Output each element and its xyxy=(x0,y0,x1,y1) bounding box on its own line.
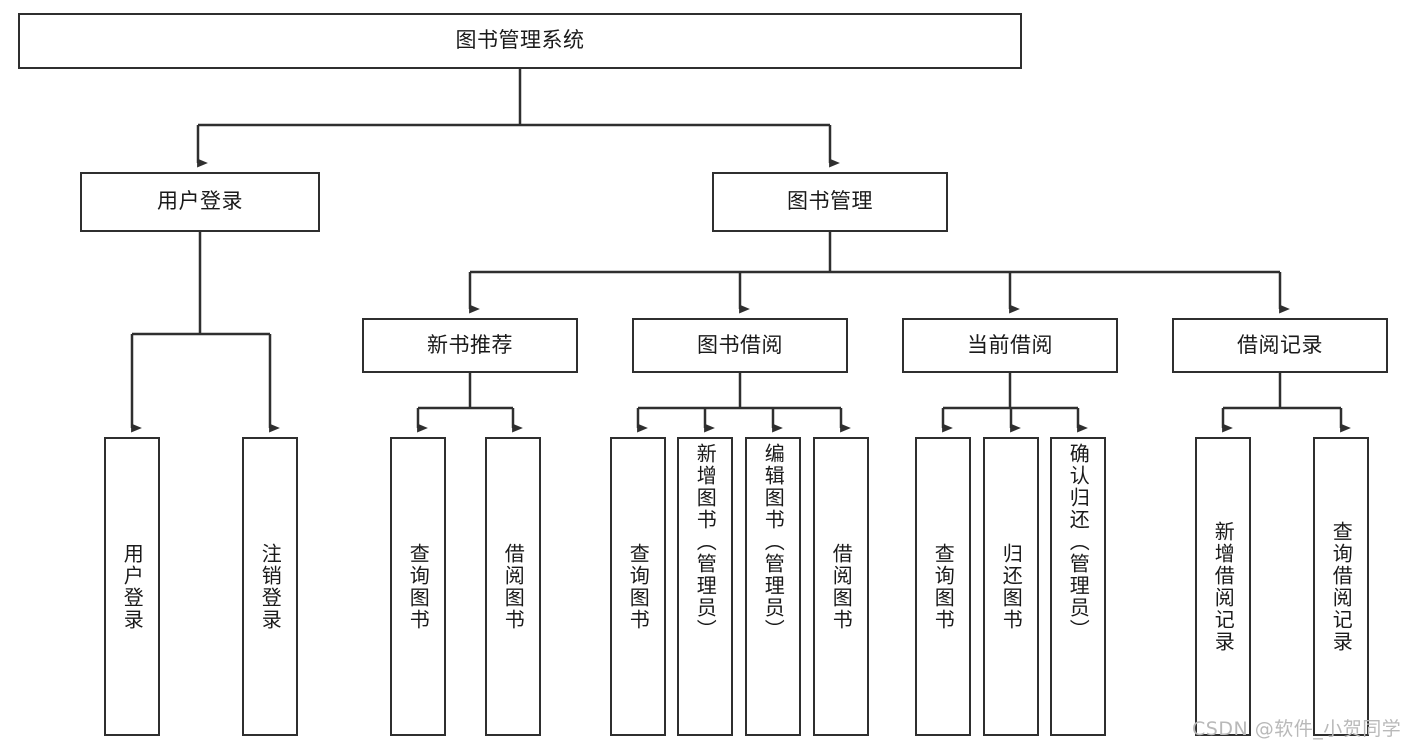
node-leaf-logout-label: 注销登录 xyxy=(258,542,283,631)
node-leaf-return-book-label: 归还图书 xyxy=(999,542,1024,631)
node-leaf-edit-book-admin[interactable]: 编辑图书（管理员） xyxy=(745,437,801,736)
node-new-book-recommend[interactable]: 新书推荐 xyxy=(362,318,578,373)
node-leaf-query-book-nbr-label: 查询图书 xyxy=(406,542,431,631)
node-leaf-query-book-cb-label: 查询图书 xyxy=(931,542,956,631)
node-leaf-confirm-return-admin-label: 确认归还（管理员） xyxy=(1066,443,1091,641)
node-leaf-query-book-bb[interactable]: 查询图书 xyxy=(610,437,666,736)
node-current-borrow[interactable]: 当前借阅 xyxy=(902,318,1118,373)
node-leaf-borrow-book-bb-label: 借阅图书 xyxy=(829,542,854,631)
node-leaf-query-book-cb[interactable]: 查询图书 xyxy=(915,437,971,736)
watermark: CSDN @软件_小贺同学 xyxy=(1192,718,1402,740)
node-leaf-add-borrow-record-label: 新增借阅记录 xyxy=(1211,520,1236,653)
node-leaf-return-book[interactable]: 归还图书 xyxy=(983,437,1039,736)
node-leaf-borrow-book-bb[interactable]: 借阅图书 xyxy=(813,437,869,736)
node-current-borrow-label: 当前借阅 xyxy=(967,332,1053,357)
node-leaf-add-book-admin[interactable]: 新增图书（管理员） xyxy=(677,437,733,736)
node-leaf-add-book-admin-label: 新增图书（管理员） xyxy=(693,443,718,641)
node-leaf-add-borrow-record[interactable]: 新增借阅记录 xyxy=(1195,437,1251,736)
node-book-manage[interactable]: 图书管理 xyxy=(712,172,948,232)
node-leaf-logout[interactable]: 注销登录 xyxy=(242,437,298,736)
node-leaf-query-borrow-record-label: 查询借阅记录 xyxy=(1329,520,1354,653)
node-borrow-record-label: 借阅记录 xyxy=(1237,332,1323,357)
node-book-borrow[interactable]: 图书借阅 xyxy=(632,318,848,373)
node-book-borrow-label: 图书借阅 xyxy=(697,332,783,357)
node-leaf-borrow-book-nbr-label: 借阅图书 xyxy=(501,542,526,631)
node-user-login-label: 用户登录 xyxy=(157,189,243,214)
node-book-manage-label: 图书管理 xyxy=(787,189,873,214)
node-leaf-query-book-nbr[interactable]: 查询图书 xyxy=(390,437,446,736)
node-leaf-query-borrow-record[interactable]: 查询借阅记录 xyxy=(1313,437,1369,736)
node-borrow-record[interactable]: 借阅记录 xyxy=(1172,318,1388,373)
node-new-book-recommend-label: 新书推荐 xyxy=(427,332,513,357)
node-leaf-confirm-return-admin[interactable]: 确认归还（管理员） xyxy=(1050,437,1106,736)
node-user-login[interactable]: 用户登录 xyxy=(80,172,320,232)
node-leaf-edit-book-admin-label: 编辑图书（管理员） xyxy=(761,443,786,641)
node-leaf-user-login[interactable]: 用户登录 xyxy=(104,437,160,736)
node-root-label: 图书管理系统 xyxy=(455,28,585,53)
node-leaf-user-login-label: 用户登录 xyxy=(120,542,145,631)
node-leaf-borrow-book-nbr[interactable]: 借阅图书 xyxy=(485,437,541,736)
node-leaf-query-book-bb-label: 查询图书 xyxy=(626,542,651,631)
node-root[interactable]: 图书管理系统 xyxy=(18,13,1022,69)
